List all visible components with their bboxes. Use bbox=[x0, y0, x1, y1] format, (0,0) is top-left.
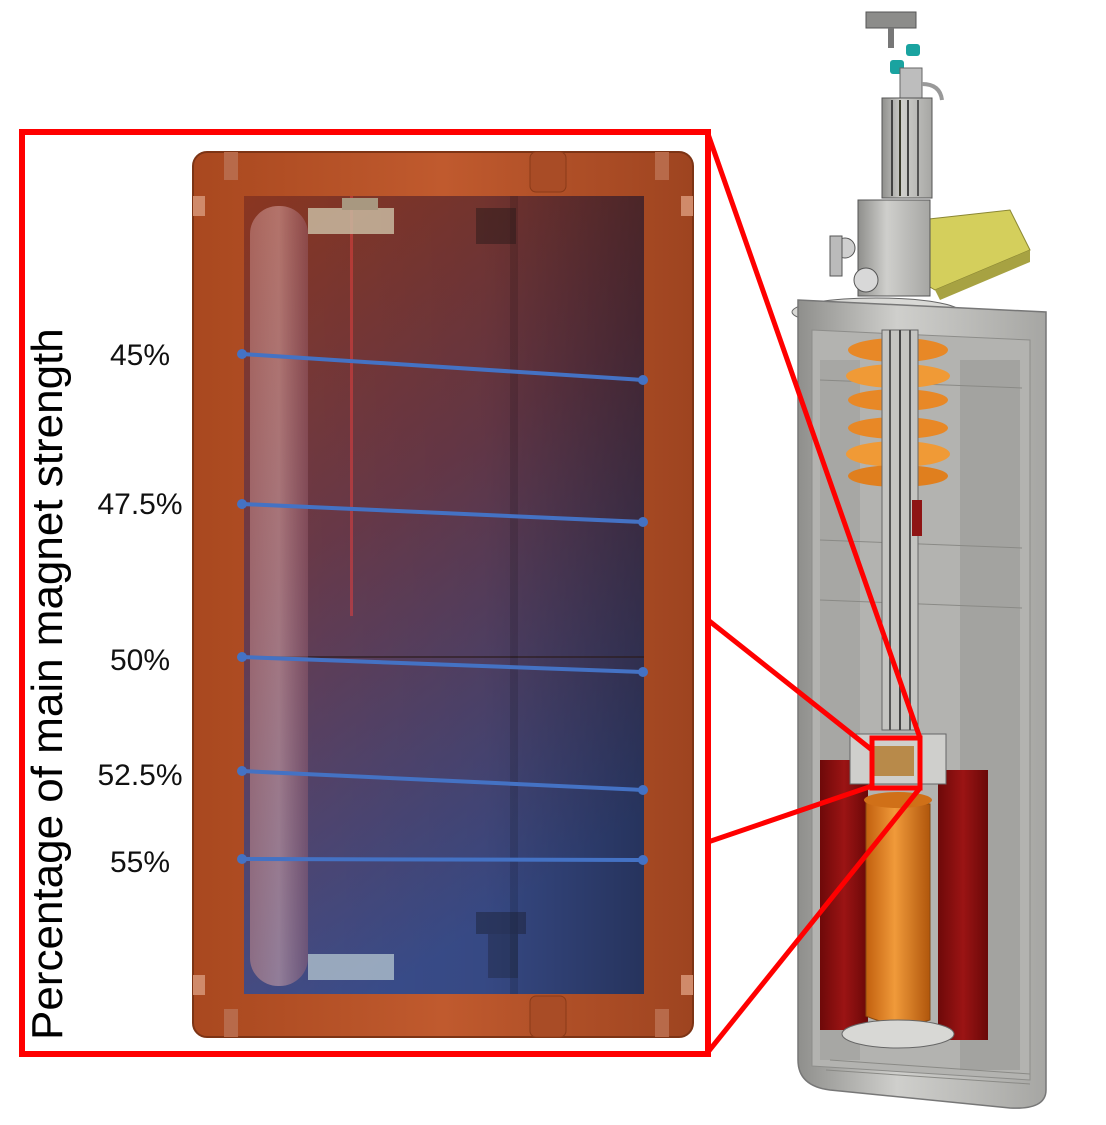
magnet-coil-right bbox=[938, 770, 988, 1040]
callout-connector-bottom bbox=[706, 786, 922, 1054]
callout-connector-mid-top bbox=[706, 618, 874, 752]
field-line-endpoint bbox=[237, 499, 247, 509]
callout-connector-top bbox=[705, 133, 923, 739]
field-line-label: 47.5% bbox=[97, 488, 183, 521]
field-line-4 bbox=[241, 857, 644, 862]
field-line-endpoint bbox=[237, 652, 247, 662]
rod bbox=[250, 206, 308, 986]
field-line-3 bbox=[241, 769, 644, 792]
field-line-endpoint bbox=[237, 854, 247, 864]
field-line-endpoint bbox=[638, 375, 648, 385]
field-line-label: 52.5% bbox=[97, 759, 183, 792]
zoom-callout bbox=[705, 133, 923, 1054]
field-line-label: 55% bbox=[109, 846, 171, 879]
field-line-endpoint bbox=[638, 785, 648, 795]
callout-connector-mid-bottom bbox=[707, 783, 873, 845]
field-line-0 bbox=[241, 352, 644, 382]
field-line-2 bbox=[241, 655, 644, 674]
axis-title: Percentage of main magnet strength bbox=[23, 328, 72, 1040]
enlarged-cell bbox=[192, 151, 694, 1038]
field-line-endpoint bbox=[638, 517, 648, 527]
magnet-coil-left bbox=[820, 760, 868, 1030]
zoom-source-box bbox=[869, 735, 923, 791]
cryostat-cutaway bbox=[791, 11, 1047, 1109]
field-line-endpoint bbox=[237, 766, 247, 776]
valve-icon bbox=[906, 44, 920, 56]
field-line-endpoint bbox=[638, 667, 648, 677]
field-line-label: 50% bbox=[109, 644, 171, 677]
magnet-bore bbox=[865, 799, 931, 1025]
field-lines bbox=[237, 349, 648, 865]
top-cap bbox=[865, 11, 917, 29]
field-line-label: 45% bbox=[109, 339, 171, 372]
field-line-endpoint bbox=[638, 855, 648, 865]
zoom-frame bbox=[19, 129, 711, 1057]
field-line-endpoint bbox=[237, 349, 247, 359]
field-line-1 bbox=[241, 502, 644, 524]
